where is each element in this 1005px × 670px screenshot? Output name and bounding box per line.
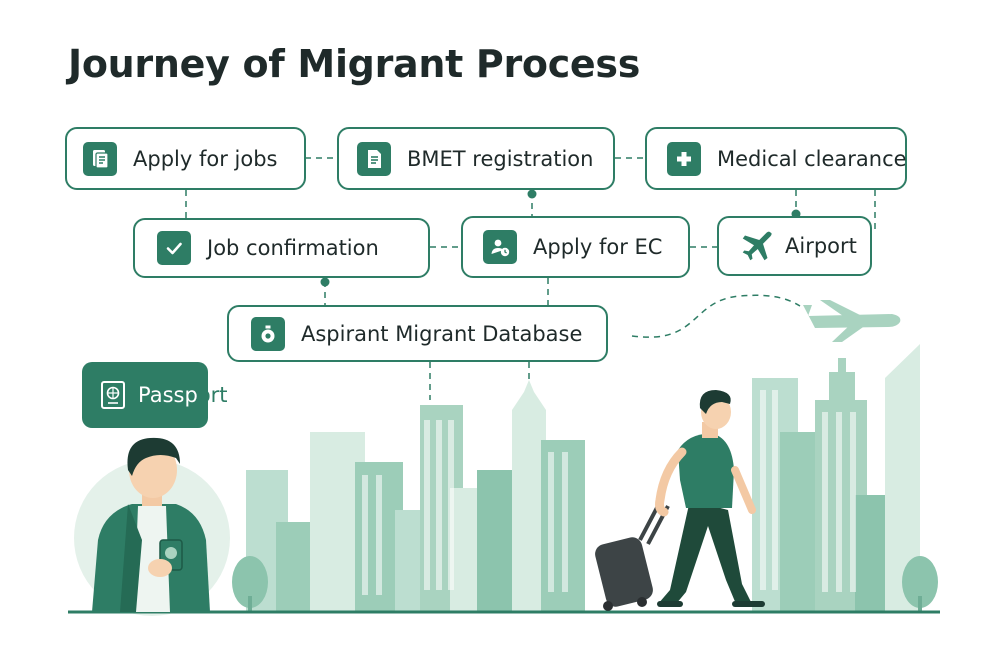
check-icon [157,231,191,265]
database-icon [251,316,285,351]
step-apply-for-ec: Apply for EC [461,216,690,278]
step-label: Aspirant Migrant Database [301,321,583,346]
step-bmet-registration: BMET registration [337,127,615,190]
city-skyline [246,344,920,612]
step-job-confirmation: Job confirmation [133,218,430,278]
traveler-with-suitcase [595,390,765,611]
step-medical-clearance: Medical clearance [645,127,907,190]
step-label: BMET registration [407,146,594,171]
step-aspirant-migrant-database: Aspirant Migrant Database [227,305,608,362]
step-label: Apply for jobs [133,146,278,171]
passport-label-outside: ort [197,383,228,407]
id-card-icon [483,230,517,264]
passport-icon [100,380,128,410]
building-windows [362,390,856,595]
page-title: Journey of Migrant Process [68,42,641,86]
plus-icon [667,141,701,176]
trees [232,556,938,612]
step-apply-for-jobs: Apply for jobs [65,127,306,190]
passport-label-inside: Passp [138,383,198,407]
document-stack-icon [83,141,117,176]
step-airport: Airport [717,216,872,276]
passport-label: Passport [138,383,228,407]
airplane-icon [739,228,775,264]
step-label: Job confirmation [207,236,379,260]
step-label: Medical clearance [717,146,907,171]
step-label: Airport [785,234,857,258]
person-with-passport [92,437,210,612]
passport-badge: Passport [82,362,228,428]
step-label: Apply for EC [533,235,663,259]
sky-airplane [803,300,901,342]
document-icon [357,141,391,176]
